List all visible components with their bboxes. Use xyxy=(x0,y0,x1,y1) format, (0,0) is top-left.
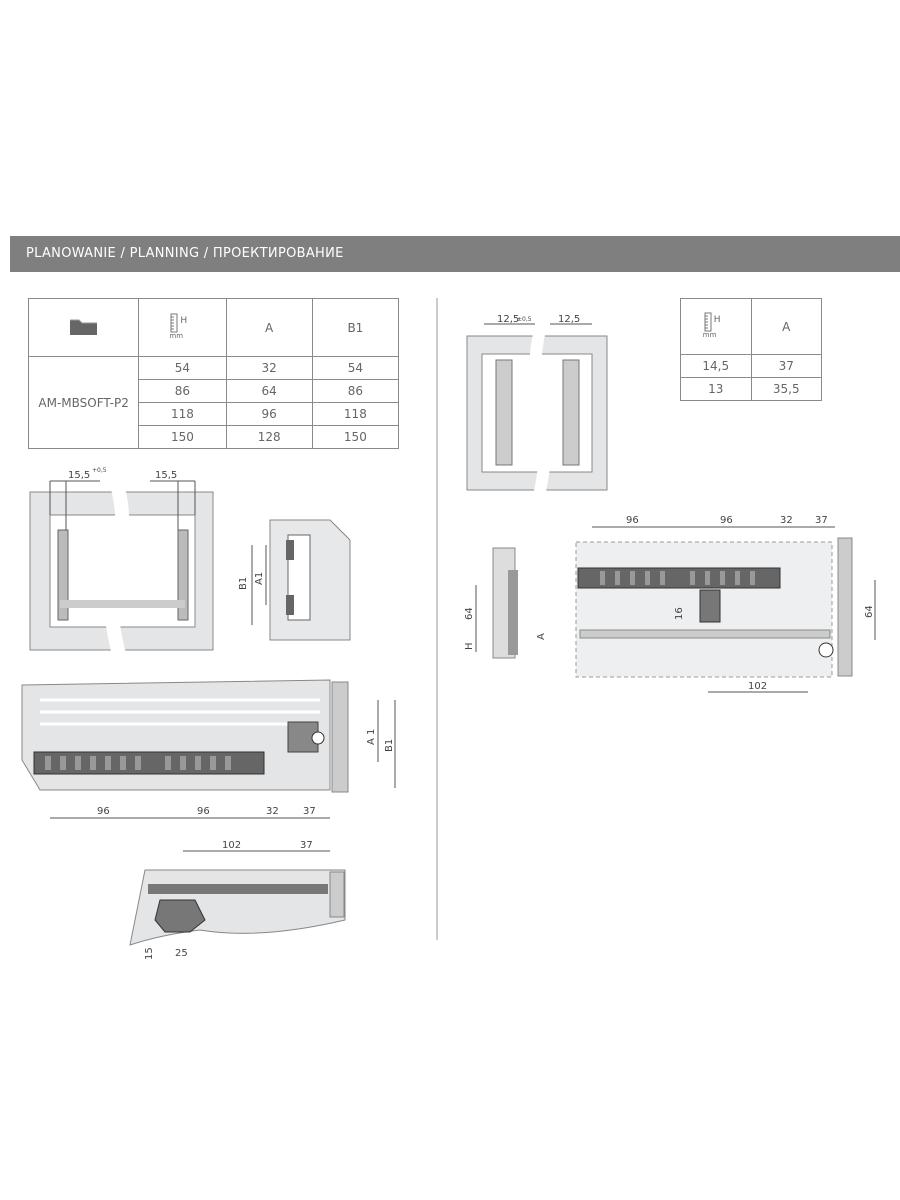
cell-b1: 150 xyxy=(311,425,400,449)
cell-h: 54 xyxy=(138,356,227,380)
cell-a: 37 xyxy=(750,354,823,378)
dim-label: 96 xyxy=(720,515,733,526)
dimensions-table-left: H mm A B1 AM-MBSOFT-P2 54 32 54 86 64 86… xyxy=(27,298,400,449)
cell-a: 128 xyxy=(225,425,313,449)
dim-label: 64 xyxy=(464,607,475,620)
dim-label: A 1 xyxy=(366,729,377,745)
dim-label: 37 xyxy=(300,840,313,851)
cell-a: 32 xyxy=(225,356,313,380)
cell-b1: 86 xyxy=(311,379,400,403)
front-view-right: 12,5 ±0,5 12,5 xyxy=(466,314,608,502)
cell-h: 14,5 xyxy=(680,354,752,378)
dim-label: 32 xyxy=(780,515,793,526)
side-view-large: 96 96 32 37 A 1 B1 xyxy=(21,679,396,819)
front-view-left: 15,5 +0,5 15,5 xyxy=(29,467,214,660)
dim-tolerance: ±0,5 xyxy=(517,316,532,323)
side-view-right: 96 96 32 37 64 H A 16 64 102 xyxy=(464,515,876,693)
dim-label: 37 xyxy=(303,806,316,817)
dim-label: 102 xyxy=(222,840,241,851)
col-b1-header: B1 xyxy=(311,298,400,357)
dim-label: 12,5 xyxy=(558,314,580,325)
dim-label: B1 xyxy=(384,739,395,752)
cell-b1: 118 xyxy=(311,402,400,426)
dim-tolerance: +0,5 xyxy=(92,467,107,474)
dim-label: 37 xyxy=(815,515,828,526)
dim-label: 102 xyxy=(748,681,767,692)
dim-label: 15,5 xyxy=(155,470,177,481)
height-ruler-icon: H mm xyxy=(702,312,721,339)
dim-label: 96 xyxy=(626,515,639,526)
cell-h: 150 xyxy=(138,425,227,449)
side-view-small: B1 A1 xyxy=(238,519,351,641)
dim-label: 32 xyxy=(266,806,279,817)
cell-a: 35,5 xyxy=(750,377,823,401)
dim-label: 25 xyxy=(175,948,188,959)
model-cell: AM-MBSOFT-P2 xyxy=(27,356,140,449)
dim-label: 15,5 xyxy=(68,470,90,481)
mounting-detail: 102 37 15 25 xyxy=(129,840,346,960)
dim-label: 16 xyxy=(674,607,685,620)
cell-h: 86 xyxy=(138,379,227,403)
dim-label: 96 xyxy=(97,806,110,817)
height-ruler-icon: H mm xyxy=(169,313,188,340)
dim-label: A1 xyxy=(254,572,265,585)
dim-label: H xyxy=(464,642,475,650)
cell-h: 13 xyxy=(680,377,752,401)
section-header: PLANOWANIE / PLANNING / ПРОЕКТИРОВАНИЕ xyxy=(10,236,900,272)
dim-label: 12,5 xyxy=(497,314,519,325)
dim-label: 64 xyxy=(864,605,875,618)
folder-icon xyxy=(69,319,97,335)
section-title: PLANOWANIE / PLANNING / ПРОЕКТИРОВАНИЕ xyxy=(26,246,344,261)
dimensions-table-right: H mm A 14,5 37 13 35,5 xyxy=(680,298,823,401)
dim-label: A xyxy=(536,633,547,640)
dim-label: 96 xyxy=(197,806,210,817)
dim-label: B1 xyxy=(238,577,249,590)
dim-label: 15 xyxy=(144,947,155,960)
